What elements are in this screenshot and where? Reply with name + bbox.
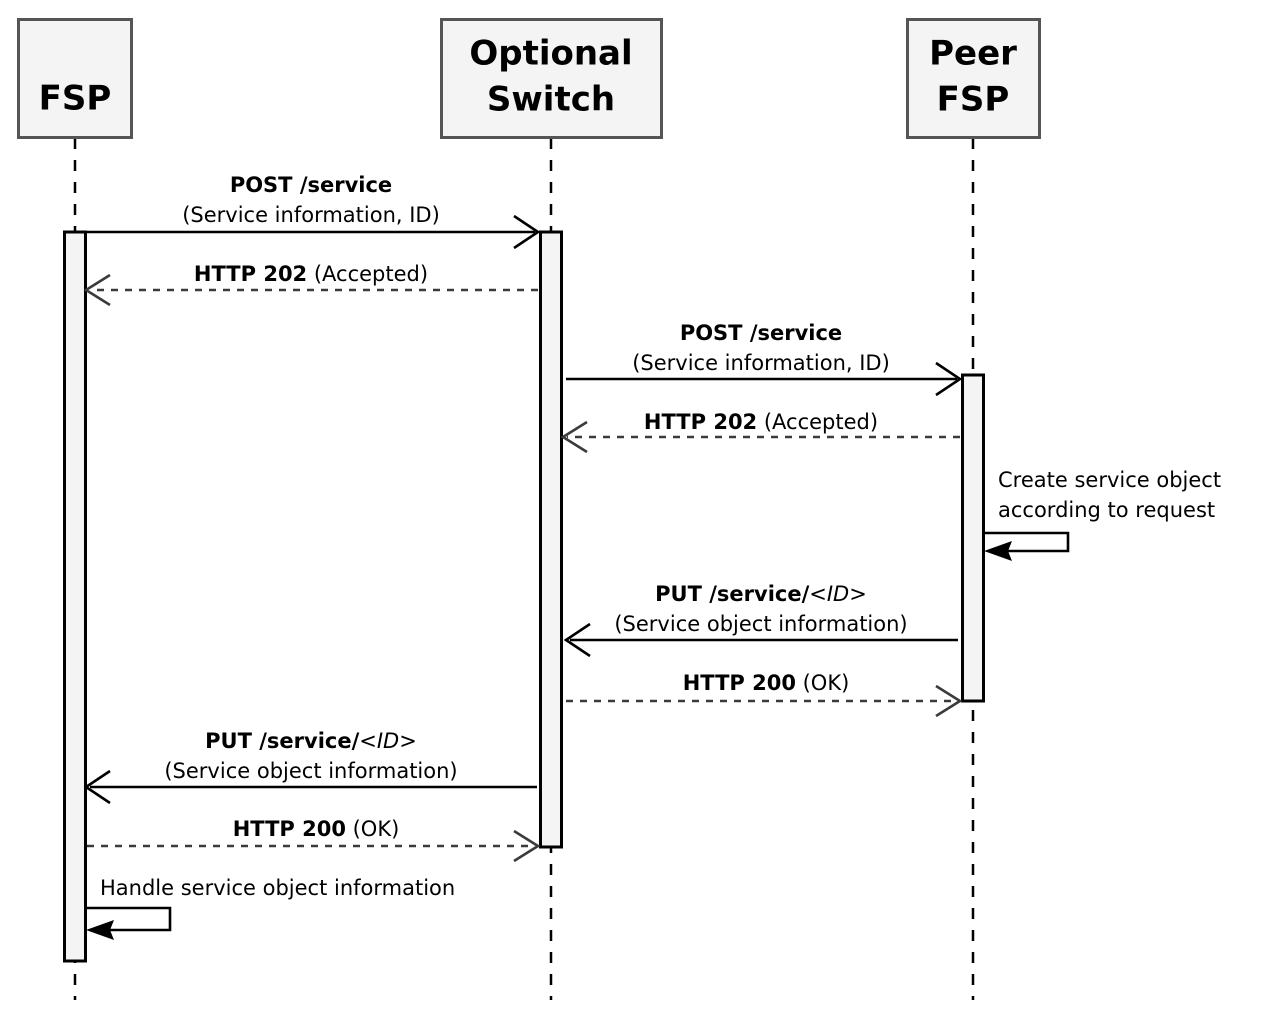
activation-bar-fsp	[63, 230, 87, 963]
participant-box-peer[interactable]: Peer FSP	[906, 18, 1041, 139]
message-label-m8-sub: (Service object information)	[164, 759, 457, 783]
message-post-service-fsp-to-switch[interactable]: POST /service (Service information, ID)	[79, 173, 541, 250]
message-label-m10-line1: Handle service object information	[100, 876, 455, 900]
message-label-m6-sub: (Service object information)	[614, 612, 907, 636]
activation-bar-switch	[539, 230, 563, 849]
message-label-m3-bold: POST /service	[680, 321, 842, 345]
participant-label-switch-line2: Switch	[487, 80, 615, 120]
message-label-m3-sub: (Service information, ID)	[632, 351, 890, 375]
message-http200-switch-to-peer[interactable]: HTTP 200 (OK)	[566, 671, 963, 718]
participant-label-switch-line1: Optional	[469, 34, 632, 74]
participant-label-fsp: FSP	[39, 79, 112, 119]
message-self-handle-service-object-information[interactable]: Handle service object information	[86, 876, 455, 940]
participant-box-switch[interactable]: Optional Switch	[440, 18, 663, 139]
message-post-service-switch-to-peer[interactable]: POST /service (Service information, ID)	[566, 321, 963, 397]
message-http200-fsp-to-switch[interactable]: HTTP 200 (OK)	[87, 817, 541, 863]
message-self-create-service-object[interactable]: Create service object according to reque…	[984, 468, 1221, 561]
message-label-m5-line1: Create service object	[998, 468, 1221, 492]
message-label-m1-bold: POST /service	[230, 173, 392, 197]
message-label-m9: HTTP 200 (OK)	[233, 817, 400, 841]
message-put-service-switch-to-fsp[interactable]: PUT /service/<ID> (Service object inform…	[83, 729, 537, 805]
message-put-service-peer-to-switch[interactable]: PUT /service/<ID> (Service object inform…	[563, 582, 958, 658]
message-label-m7: HTTP 200 (OK)	[683, 671, 850, 695]
activation-bar-peer	[961, 373, 985, 703]
message-label-m8-bold: PUT /service/<ID>	[205, 729, 417, 753]
participant-label-peer-line1: Peer	[929, 34, 1017, 74]
message-label-m4: HTTP 202 (Accepted)	[644, 410, 878, 434]
message-label-m6-bold: PUT /service/<ID>	[655, 582, 867, 606]
participant-box-fsp[interactable]: FSP	[17, 18, 133, 139]
message-label-m5-line2: according to request	[998, 498, 1215, 522]
message-http202-switch-to-fsp[interactable]: HTTP 202 (Accepted)	[83, 262, 538, 307]
message-label-m2: HTTP 202 (Accepted)	[194, 262, 428, 286]
message-http202-peer-to-switch[interactable]: HTTP 202 (Accepted)	[560, 410, 960, 454]
participant-label-peer-line2: FSP	[937, 80, 1010, 120]
message-label-m1-sub: (Service information, ID)	[182, 203, 440, 227]
